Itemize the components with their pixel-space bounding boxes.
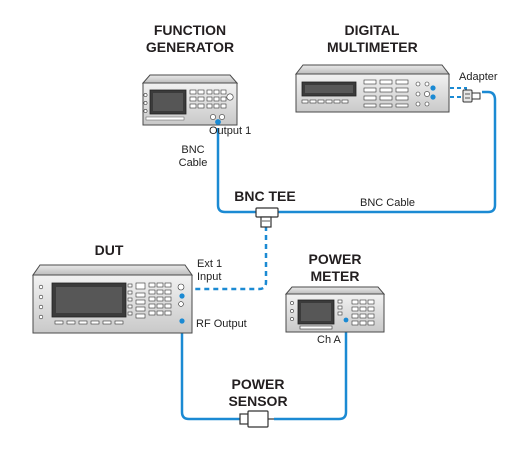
power-meter-title-line1: POWER — [308, 251, 362, 267]
function-generator-title-line1: FUNCTION — [153, 22, 227, 38]
output-1-label: Output 1 — [209, 125, 252, 137]
digital-multimeter-title: DIGITAL MULTIMETER — [327, 22, 418, 56]
ext1-input-label: Ext 1 Input — [197, 258, 222, 284]
bnc-cable-left-label: BNC Cable — [175, 144, 211, 170]
power-meter-title-line2: METER — [310, 268, 360, 284]
bnc-tee-icon — [255, 207, 279, 228]
adapter-label: Adapter — [459, 71, 498, 83]
function-generator-title-line2: GENERATOR — [145, 39, 235, 55]
dut-instrument-icon — [32, 264, 193, 334]
power-sensor-icon — [239, 410, 274, 428]
rf-cable-dut-to-sensor — [180, 326, 240, 421]
dut-title: DUT — [94, 242, 124, 258]
power-meter-icon — [284, 286, 386, 333]
digital-multimeter-title-line2: MULTIMETER — [327, 39, 418, 55]
bnc-cable-tee-to-dmm — [278, 90, 497, 214]
power-sensor-title: POWER SENSOR — [218, 376, 298, 410]
bnc-cable-fg-to-tee — [216, 128, 258, 214]
adapter-icon — [462, 89, 481, 103]
digital-multimeter-title-line1: DIGITAL — [344, 22, 400, 38]
ch-a-label: Ch A — [317, 334, 341, 346]
sensor-cable-to-meter — [274, 322, 348, 421]
power-meter-title: POWER METER — [295, 251, 375, 285]
dashed-cable-tee-to-dut — [186, 226, 268, 291]
bnc-cable-left-line1: BNC — [181, 144, 205, 156]
bnc-cable-right-label: BNC Cable — [360, 197, 416, 209]
digital-multimeter-icon — [294, 64, 451, 113]
bnc-cable-left-line2: Cable — [178, 157, 208, 169]
bnc-tee-title: BNC TEE — [234, 188, 296, 204]
ext1-input-line1: Ext 1 — [197, 258, 223, 270]
ext1-input-line2: Input — [197, 271, 222, 283]
power-sensor-title-line2: SENSOR — [228, 393, 288, 409]
function-generator-icon — [141, 74, 239, 126]
rf-output-label: RF Output — [196, 318, 247, 330]
power-sensor-title-line1: POWER — [231, 376, 285, 392]
function-generator-title: FUNCTION GENERATOR — [145, 22, 235, 56]
